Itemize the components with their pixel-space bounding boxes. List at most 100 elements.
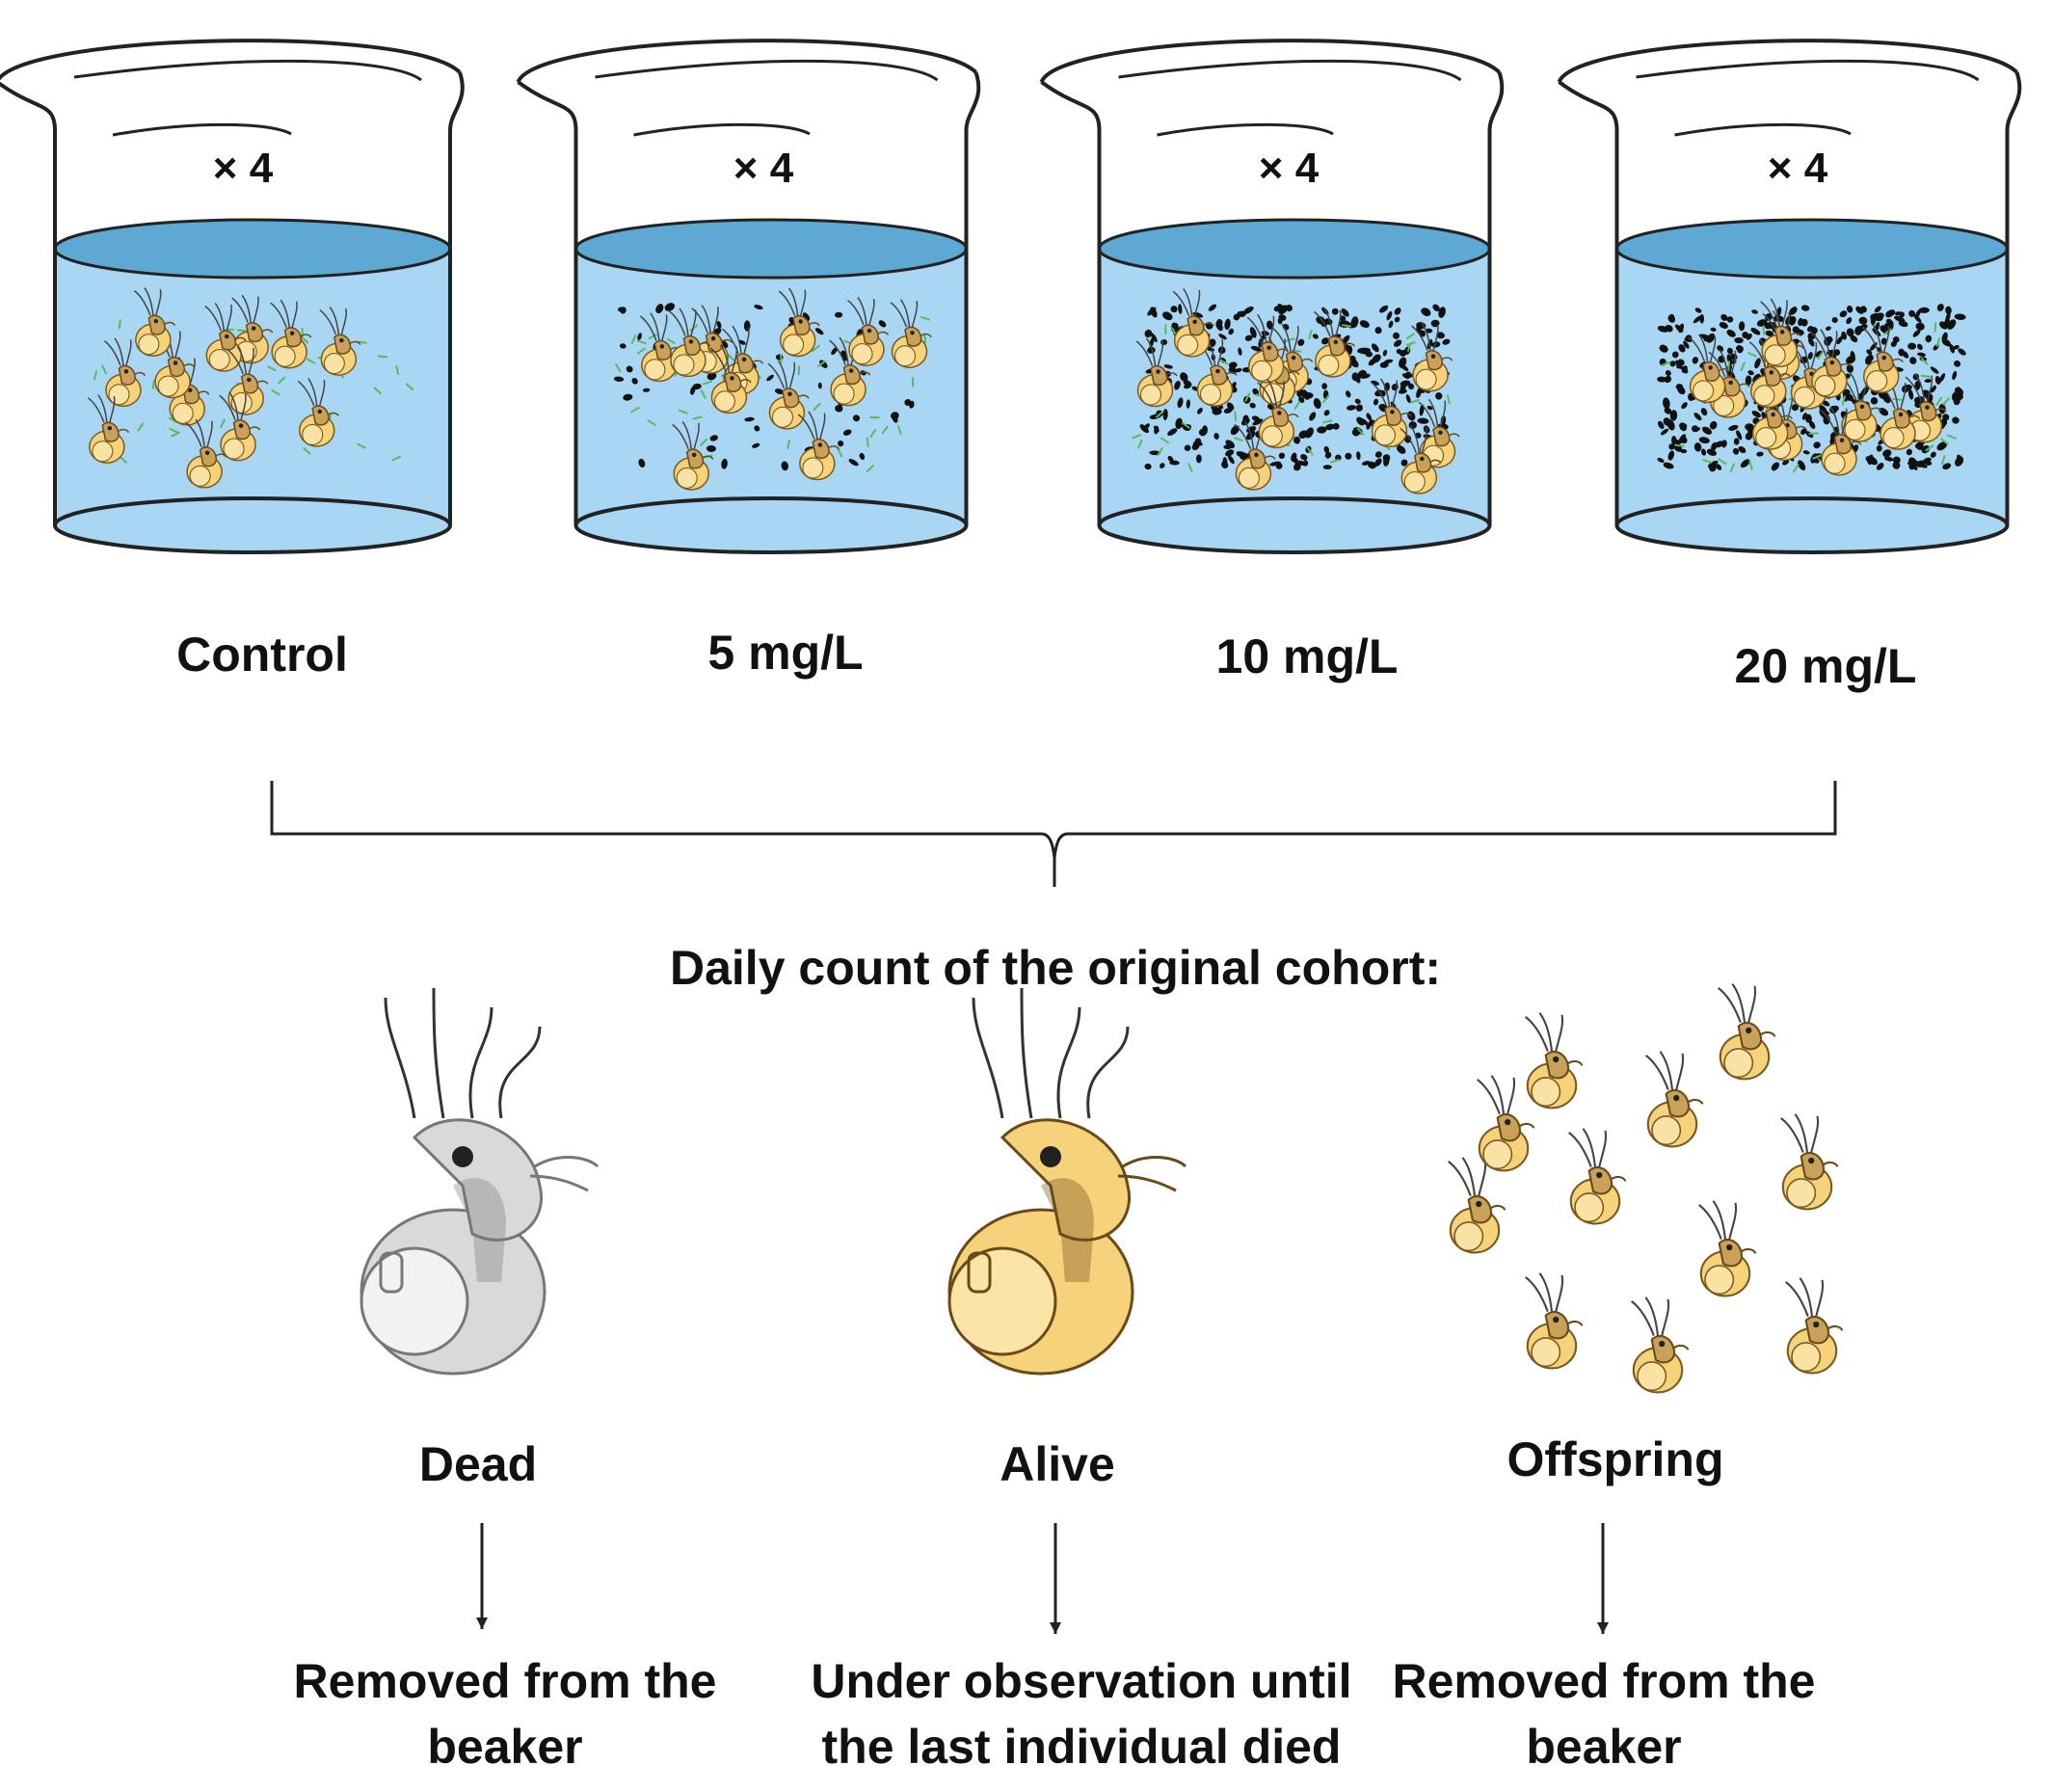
algae — [1812, 454, 1823, 460]
beaker-glint-10mg — [1157, 122, 1334, 137]
particle — [721, 458, 728, 469]
particle — [1238, 451, 1245, 458]
particle — [1876, 444, 1882, 452]
particle — [834, 311, 843, 318]
particle — [1393, 332, 1400, 339]
particle — [1792, 326, 1800, 334]
algae — [787, 439, 791, 449]
particle — [1345, 452, 1352, 460]
outcome-result-offspring-line1: Removed from the — [1392, 1654, 1816, 1708]
particle — [1417, 417, 1429, 424]
beaker-wall-left-5mg — [517, 80, 578, 525]
particle — [1162, 409, 1168, 421]
particle — [1751, 410, 1762, 418]
algae — [236, 329, 247, 333]
particle — [1400, 459, 1408, 467]
particle — [1394, 316, 1400, 323]
algae — [648, 333, 657, 340]
particle — [1819, 405, 1827, 415]
eye — [452, 1146, 473, 1167]
particle — [1657, 376, 1667, 383]
algae — [101, 364, 108, 375]
outcome-result-dead: Removed from the beaker — [294, 1648, 717, 1779]
particle — [1198, 428, 1207, 437]
beaker-rim-20mg — [1557, 39, 2018, 84]
particle — [1720, 313, 1728, 321]
particle — [1426, 405, 1433, 411]
particle — [1408, 383, 1415, 390]
particle — [1740, 459, 1750, 468]
algae — [1293, 400, 1301, 411]
algae — [896, 424, 902, 435]
particle — [1825, 326, 1831, 332]
particle — [1192, 441, 1203, 446]
algae — [647, 419, 656, 427]
particle — [655, 304, 664, 314]
particle — [1915, 442, 1924, 450]
algae — [699, 438, 708, 446]
particle — [1802, 450, 1810, 455]
particle — [1322, 465, 1332, 469]
particle — [752, 442, 760, 448]
algae — [630, 406, 640, 414]
particle — [1324, 423, 1335, 431]
algae — [1187, 463, 1193, 473]
particle — [1726, 316, 1734, 323]
particle — [1379, 305, 1389, 313]
particle — [1663, 397, 1670, 410]
particle — [642, 388, 651, 392]
particle — [1882, 449, 1892, 458]
particle — [1782, 459, 1790, 466]
particle — [1244, 453, 1250, 459]
particle — [1732, 447, 1740, 455]
particle — [1921, 445, 1931, 454]
particle — [1213, 433, 1219, 440]
particle — [1374, 458, 1382, 467]
particle — [1291, 452, 1297, 462]
particle — [1870, 397, 1879, 405]
beaker-wall-right-10mg — [1487, 71, 1505, 525]
particle — [1359, 320, 1370, 329]
particle — [1671, 351, 1679, 359]
particle — [1936, 304, 1944, 311]
beaker-control — [0, 39, 465, 554]
particle — [1346, 405, 1357, 411]
particle — [1421, 308, 1431, 317]
algae — [1285, 337, 1295, 342]
particle — [1269, 461, 1281, 467]
particle — [1944, 317, 1951, 329]
particle — [1924, 378, 1932, 384]
particle — [1184, 444, 1191, 451]
particle — [1372, 354, 1381, 363]
particle — [1812, 458, 1820, 464]
particle — [852, 415, 861, 422]
particle — [1386, 310, 1393, 321]
algae — [1940, 438, 1950, 446]
particle — [1798, 460, 1806, 470]
outcome-label-offspring: Offspring — [1506, 1432, 1724, 1486]
second-antenna — [529, 1156, 600, 1192]
water-surface-control — [53, 218, 452, 280]
particle — [1954, 360, 1961, 367]
particle — [1346, 390, 1351, 398]
algae — [373, 387, 383, 395]
particle — [1826, 335, 1833, 342]
beaker-rim-10mg — [1039, 39, 1501, 84]
particle — [1733, 438, 1740, 445]
beaker-rim-inner-5mg — [595, 59, 939, 82]
particle — [1880, 337, 1887, 345]
particle — [1858, 316, 1868, 325]
particle — [1738, 446, 1746, 454]
particle — [1266, 320, 1273, 330]
algae — [700, 389, 707, 399]
particle — [774, 388, 785, 395]
beaker-20mg — [1557, 39, 2022, 554]
particle — [1917, 343, 1923, 351]
particle — [1721, 440, 1727, 448]
particle — [1756, 451, 1764, 457]
algae — [1841, 395, 1847, 406]
beaker-rim-inner-20mg — [1636, 59, 1980, 82]
particle — [1252, 418, 1264, 426]
particle — [1419, 404, 1425, 416]
outcome-label-alive: Alive — [1000, 1437, 1115, 1491]
